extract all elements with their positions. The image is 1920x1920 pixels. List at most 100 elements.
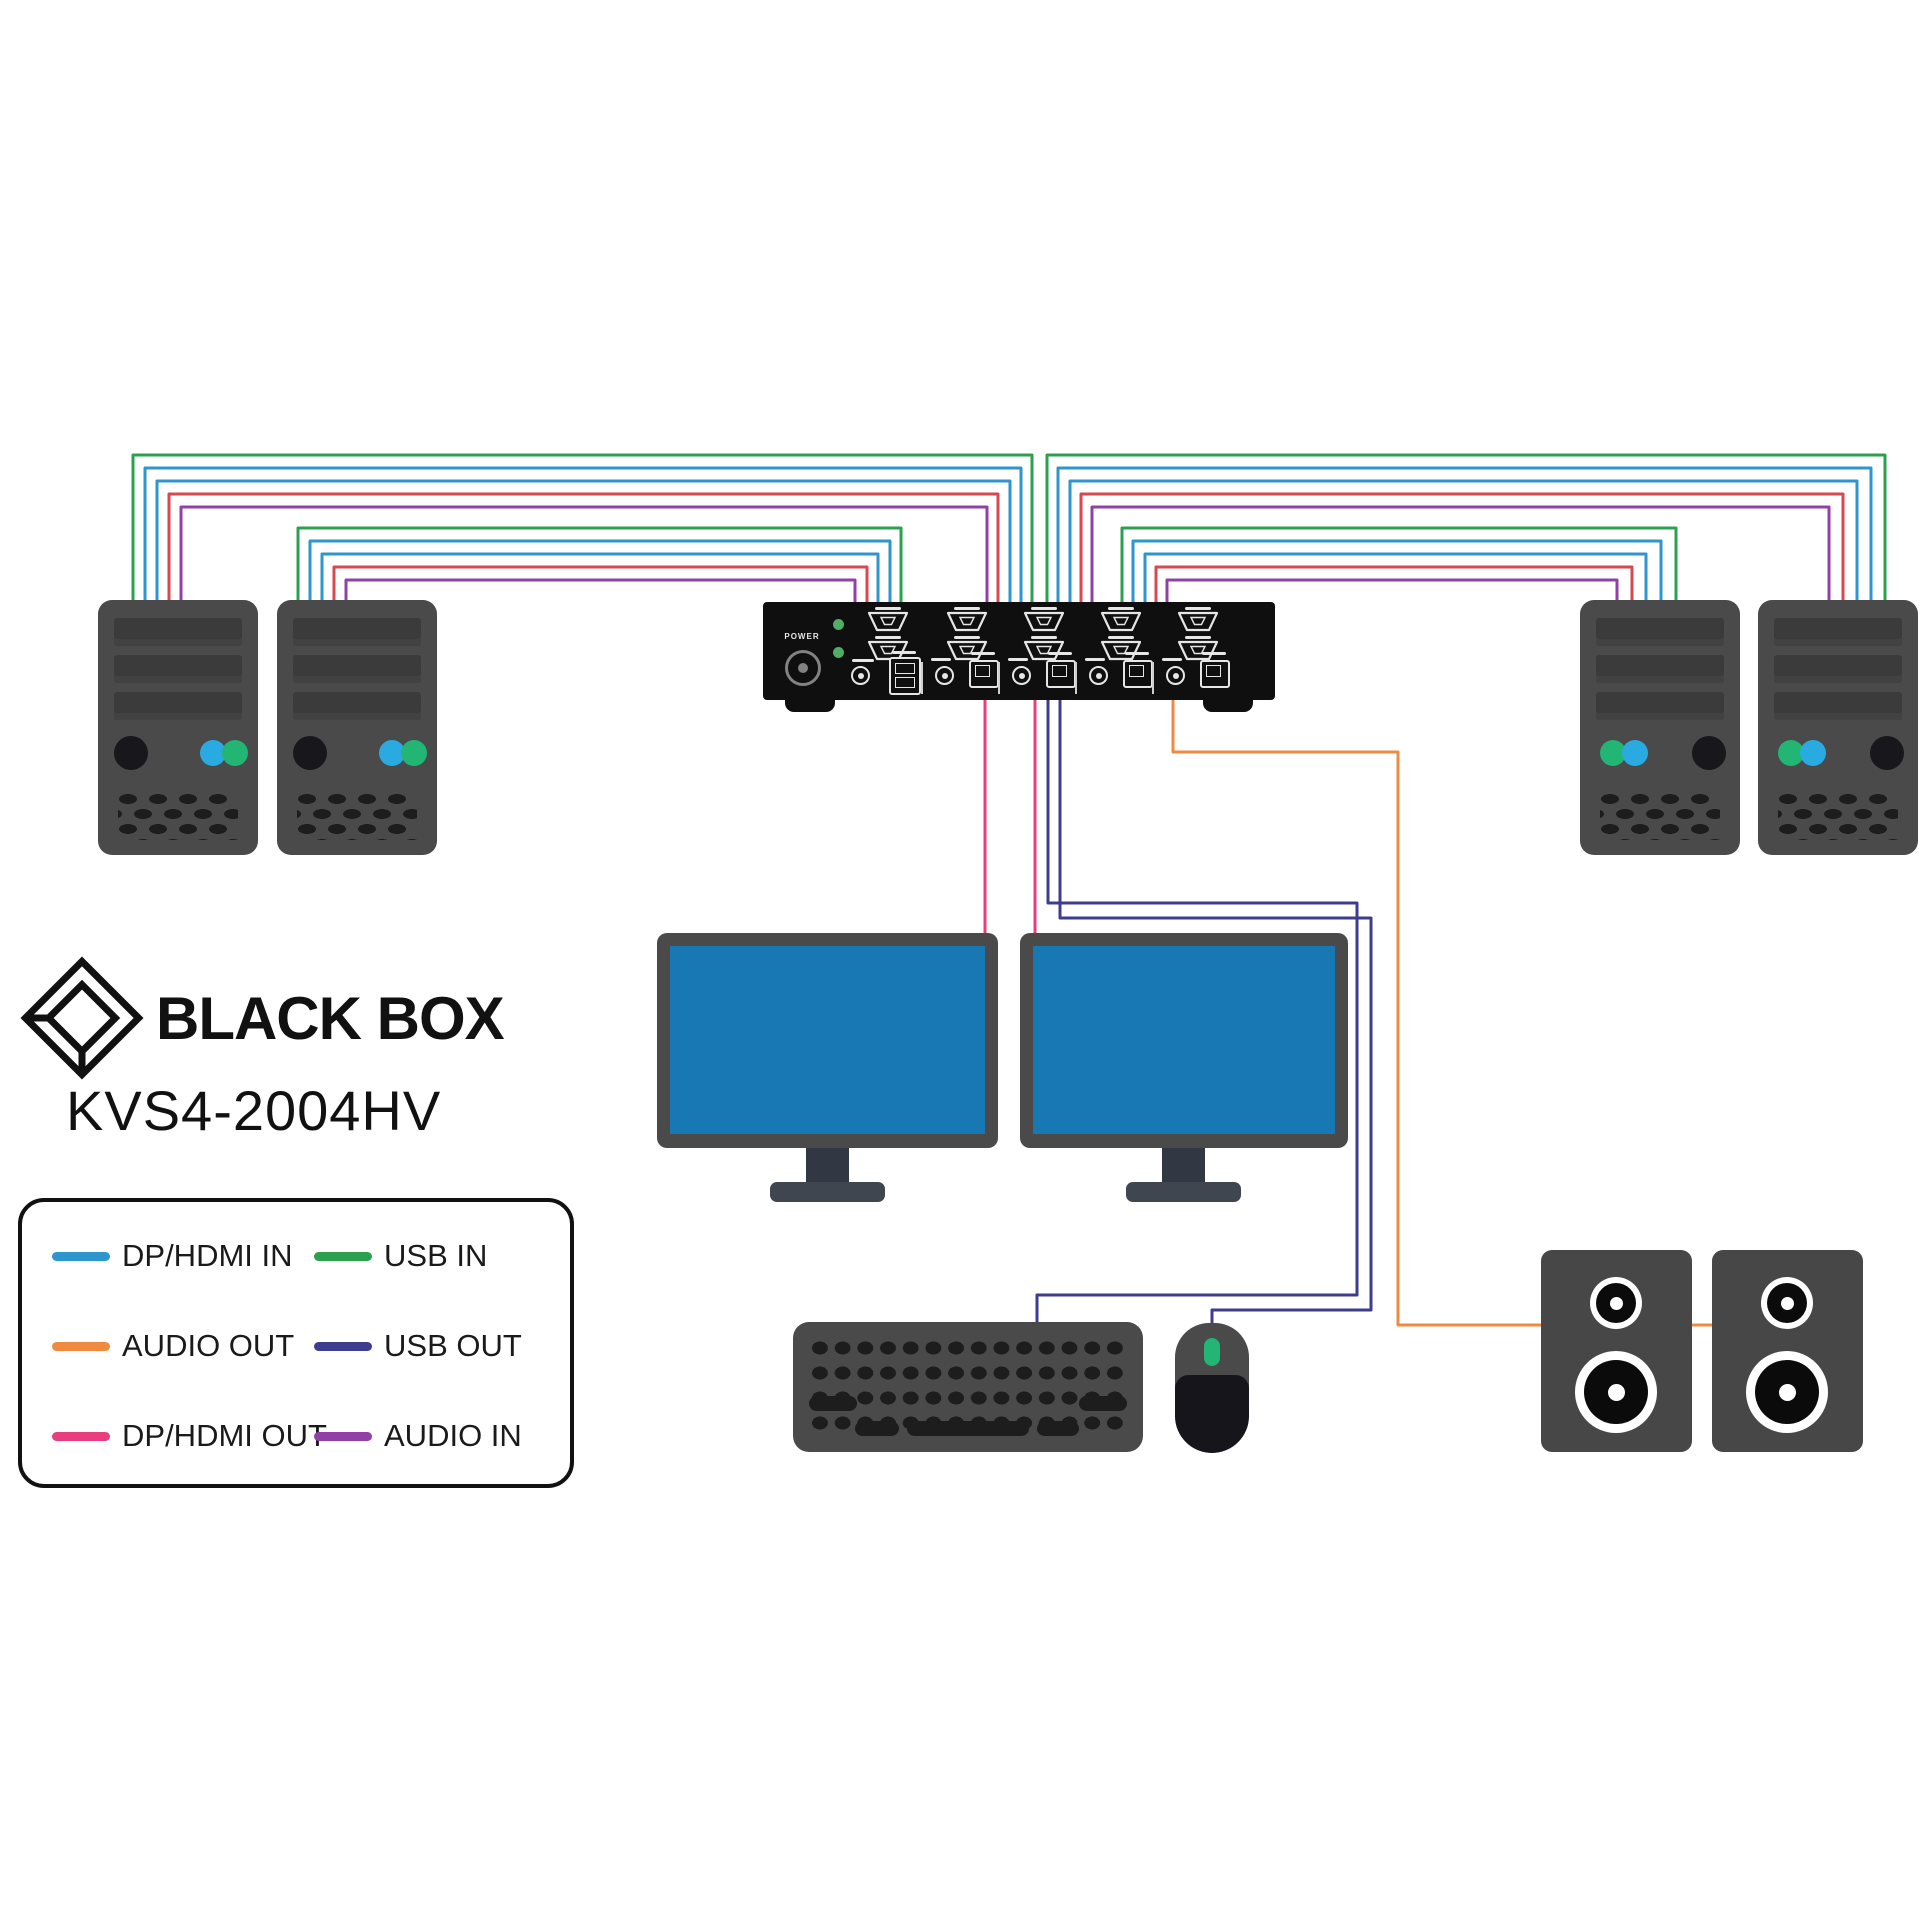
indicator-green [1600, 740, 1626, 766]
legend-item: USB OUT [314, 1328, 522, 1364]
port-label-bar [971, 652, 995, 655]
port-label-bar [852, 659, 874, 662]
indicator-blue [379, 740, 405, 766]
port-divider [1152, 662, 1154, 694]
legend-swatch-audio-in [314, 1431, 372, 1441]
vent-grille [1778, 792, 1898, 840]
cable-dp-hdmi-in [1131, 539, 1663, 602]
port-label-bar [1008, 658, 1028, 661]
video-ports-cpu3 [1100, 607, 1142, 661]
legend-swatch-usb-in [314, 1251, 372, 1261]
indicator-blue [200, 740, 226, 766]
speaker-right [1712, 1250, 1863, 1452]
cpu3-audio-jack [1089, 666, 1108, 685]
legend-box: DP/HDMI IN AUDIO OUT DP/HDMI OUT USB IN … [18, 1198, 574, 1488]
indicator-green [222, 740, 248, 766]
power-button [293, 736, 327, 770]
port-divider [998, 662, 1000, 694]
keyboard-spacebar [907, 1421, 1029, 1436]
keyboard-key-wide [855, 1421, 899, 1436]
mouse-scroll-wheel [1204, 1338, 1220, 1366]
legend-swatch-audio-out [52, 1341, 110, 1351]
drive-bays [1774, 618, 1902, 729]
cpu4-audio-jack [1166, 666, 1185, 685]
power-button [114, 736, 148, 770]
video-ports-cpu1 [946, 607, 988, 661]
keyboard [793, 1322, 1143, 1452]
woofer [1575, 1351, 1657, 1433]
legend-swatch-dp-hdmi-in [52, 1251, 110, 1261]
cpu4-usb-port [1200, 660, 1230, 688]
legend-label: USB OUT [384, 1328, 522, 1363]
cable-bundle-console [983, 700, 1714, 1330]
port-label-bar [1048, 652, 1072, 655]
cable-dp-hdmi-in [308, 539, 892, 602]
cable-usb-in [1045, 453, 1887, 602]
speaker-left [1541, 1250, 1692, 1452]
cable-dp-hdmi-in-b [167, 492, 1000, 602]
tweeter [1761, 1277, 1813, 1329]
video-ports-cpu4 [1177, 607, 1219, 661]
cpu2-usb-port [1046, 660, 1076, 688]
video-ports-console [867, 607, 909, 661]
kvm-foot [785, 698, 835, 712]
cable-usb-out-mouse [1058, 700, 1373, 1330]
cable-audio-in [179, 505, 989, 602]
indicator-blue [1800, 740, 1826, 766]
keyboard-keys [809, 1337, 1127, 1437]
status-led [833, 647, 844, 658]
model-number: KVS4-2004HV [66, 1079, 442, 1142]
monitor-stand [806, 1148, 849, 1183]
port-divider [1075, 662, 1077, 694]
port-label-bar [892, 651, 916, 654]
cable-dp-hdmi-in-b [332, 565, 869, 602]
indicator-green [1778, 740, 1804, 766]
legend-label: AUDIO OUT [122, 1328, 295, 1363]
legend-swatch-usb-out [314, 1341, 372, 1351]
keyboard-key-wide [1079, 1396, 1127, 1411]
computer-tower-4 [1758, 600, 1918, 855]
drive-bays [1596, 618, 1724, 729]
computer-tower-3 [1580, 600, 1740, 855]
keyboard-key-wide [809, 1396, 857, 1411]
cpu1-usb-port [969, 660, 999, 688]
legend-label: DP/HDMI OUT [122, 1418, 327, 1453]
legend-swatch-dp-hdmi-out [52, 1431, 110, 1441]
cable-dp-hdmi-in [1056, 466, 1873, 602]
monitor-screen [1033, 946, 1335, 1134]
indicator-blue [1622, 740, 1648, 766]
cable-bundle-computer-3 [1120, 526, 1678, 602]
console-audio-jack [851, 666, 870, 685]
computer-tower-1 [98, 600, 258, 855]
port-label-bar [1202, 652, 1226, 655]
vent-grille [1600, 792, 1720, 840]
legend-label: USB IN [384, 1238, 488, 1273]
tweeter [1590, 1277, 1642, 1329]
mouse-body [1175, 1375, 1249, 1453]
cable-usb-in [1120, 526, 1678, 602]
port-label-bar [1162, 658, 1182, 661]
cable-dp-hdmi-in [1068, 479, 1859, 602]
status-led [833, 619, 844, 630]
power-jack [785, 650, 821, 686]
cable-audio-in [1090, 505, 1831, 602]
monitor-base [1126, 1182, 1241, 1202]
port-label-bar [1085, 658, 1105, 661]
indicator-green [401, 740, 427, 766]
cable-dp-hdmi-in [155, 479, 1012, 602]
video-ports-cpu2 [1023, 607, 1065, 661]
cable-dp-hdmi-in-b [1154, 565, 1634, 602]
cable-bundle-computer-1 [131, 453, 1034, 602]
blackbox-logo-icon [20, 956, 144, 1080]
legend-item: AUDIO IN [314, 1418, 522, 1454]
mouse [1175, 1323, 1249, 1453]
cable-usb-in [296, 526, 903, 602]
legend-item: DP/HDMI OUT [52, 1418, 327, 1454]
power-port-label: POWER [784, 632, 820, 641]
monitor-screen [670, 946, 985, 1134]
monitor-stand [1162, 1148, 1205, 1183]
monitor-base [770, 1182, 885, 1202]
power-button [1870, 736, 1904, 770]
